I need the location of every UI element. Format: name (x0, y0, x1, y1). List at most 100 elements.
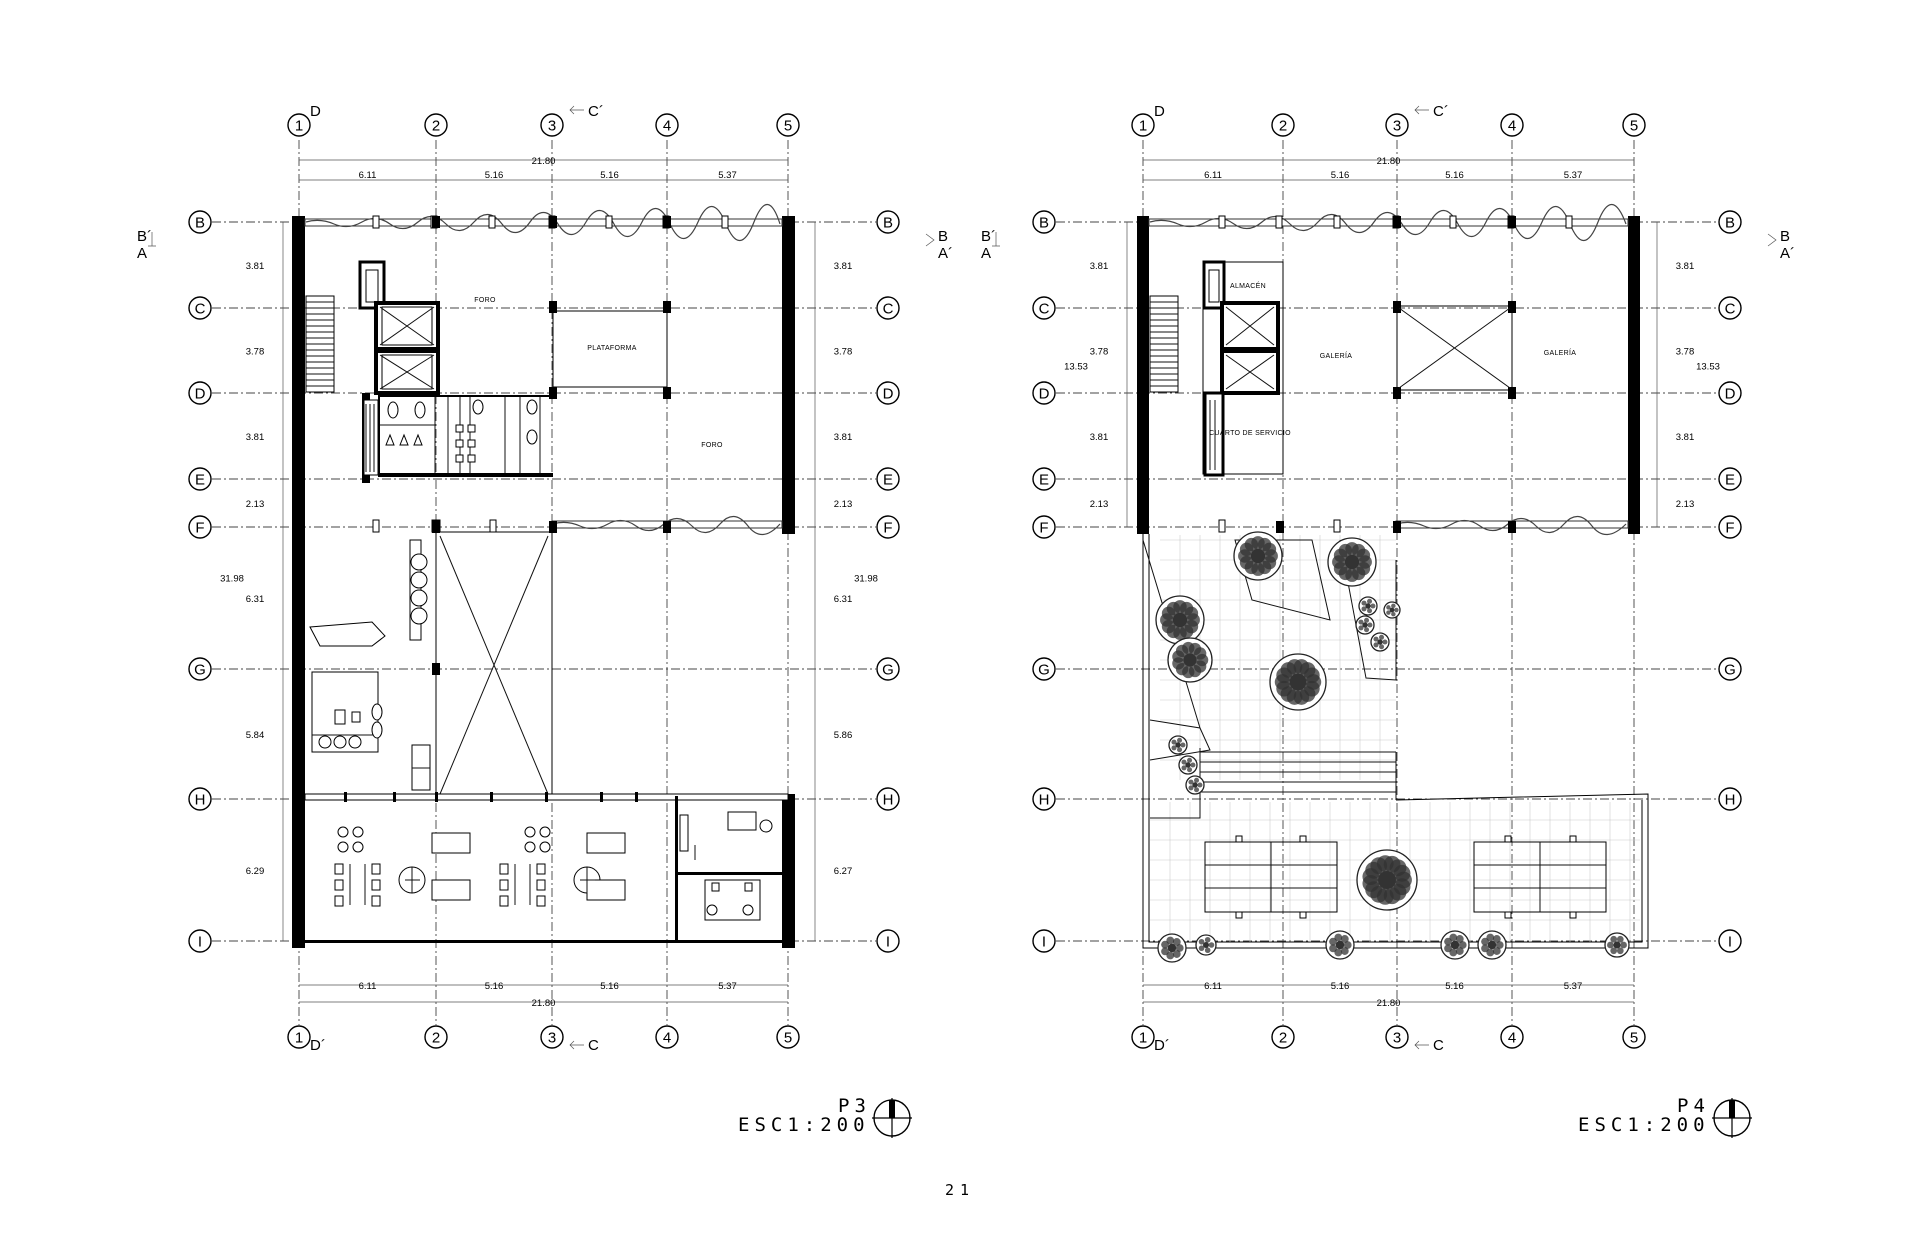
dimension-span: 6.11 (1204, 170, 1222, 181)
grid-bubble-label: H (195, 792, 206, 809)
dimension-row: 6.31 (246, 594, 265, 605)
grid-bubble-label: 3 (1393, 1030, 1401, 1047)
grid-bubble-label: 2 (432, 118, 440, 135)
room-label-galeria-1: GALERÍA (1320, 351, 1352, 360)
tree-icon (1358, 596, 1378, 616)
grid-bubble-row: B (1718, 210, 1742, 234)
grid-bubble-row: G (1718, 657, 1742, 681)
grid-bubble-label: B (1725, 215, 1735, 232)
grid-bubble-label: C (1039, 301, 1050, 318)
grid-bubble-col: 5 (776, 1025, 800, 1049)
tree-icon (1178, 755, 1198, 775)
grid-bubble-label: C (195, 301, 206, 318)
grid-bubble-label: 5 (784, 1030, 792, 1047)
dimension-row: 2.13 (1090, 499, 1109, 510)
tree-icon (1370, 632, 1390, 652)
dimension-span: 6.11 (1204, 981, 1222, 992)
grid-bubble-col: 1 (1131, 1025, 1155, 1049)
dimension-row: 3.81 (1090, 432, 1109, 443)
dimension-row: 3.81 (834, 432, 853, 443)
grid-bubble-row: E (1032, 467, 1056, 491)
grid-bubble-row: E (188, 467, 212, 491)
plan-name: P3 (838, 1095, 871, 1117)
grid-bubble-row: F (876, 515, 900, 539)
room-label-almacen: ALMACÉN (1230, 281, 1266, 290)
dimension-span: 5.16 (1331, 170, 1350, 181)
tree-icon (1604, 932, 1630, 958)
section-mark: A´ (1780, 245, 1795, 262)
section-arrow-icon (992, 232, 1000, 247)
room-label-plataforma: PLATAFORMA (587, 345, 636, 352)
tree-icon (1167, 637, 1213, 683)
section-mark: B (938, 228, 948, 245)
plan-name: P4 (1677, 1095, 1710, 1117)
dimension-total-width: 21.80 (1377, 998, 1401, 1009)
dimension-row: 2.13 (246, 499, 265, 510)
dimension-span: 5.16 (485, 981, 504, 992)
dimension-row: 3.78 (246, 347, 265, 358)
grid-bubble-row: C (1032, 296, 1056, 320)
south-wall (298, 940, 788, 943)
dimension-row: 6.31 (834, 594, 853, 605)
dimension-total-height: 31.98 (220, 574, 244, 585)
section-arrow-icon (148, 232, 156, 247)
grid-bubble-col: 4 (1500, 1025, 1524, 1049)
section-arrow-icon (1767, 233, 1777, 247)
east-wall (1628, 216, 1640, 534)
grid-bubble-label: 1 (295, 1030, 303, 1047)
grid-bubble-label: 2 (1279, 118, 1287, 135)
lounge-furniture (309, 539, 431, 791)
dimension-row: 3.81 (1090, 261, 1109, 272)
dimension-row: 3.81 (834, 261, 853, 272)
grid-bubble-col: 2 (1271, 1025, 1295, 1049)
grid-bubble-row: D (1032, 381, 1056, 405)
grid-bubble-label: F (883, 520, 892, 537)
grid-bubble-col: 5 (1622, 1025, 1646, 1049)
grid-bubble-col: 3 (1385, 1025, 1409, 1049)
room-label-foro-2: FORO (701, 442, 723, 449)
dimension-row: 2.13 (834, 499, 853, 510)
dimension-row: 3.81 (1676, 261, 1695, 272)
grid-bubble-col: 3 (1385, 113, 1409, 137)
atrium-void (435, 531, 553, 799)
grid-bubble-row: I (1032, 929, 1056, 953)
tree-plantings (1155, 531, 1630, 963)
grid-bubble-label: B (195, 215, 205, 232)
east-wall-lower (782, 794, 795, 948)
section-mark: D (1154, 103, 1165, 120)
grid-bubble-col: 1 (1131, 113, 1155, 137)
section-mark: D´ (1154, 1037, 1170, 1054)
grid-bubble-row: D (876, 381, 900, 405)
grid-bubble-col: 2 (1271, 113, 1295, 137)
grid-bubble-row: H (1032, 787, 1056, 811)
grid-bubble-label: 1 (295, 118, 303, 135)
grid-bubble-row: H (188, 787, 212, 811)
grid-bubble-label: D (1039, 386, 1050, 403)
grid-bubble-label: G (882, 662, 894, 679)
grid-bubble-label: G (1724, 662, 1736, 679)
north-arrow-icon (1712, 1098, 1752, 1138)
room-label-cuarto-de-servicio: CUARTO DE SERVICIO (1209, 430, 1291, 437)
grid-bubble-label: 1 (1139, 118, 1147, 135)
section-arrow-icon (925, 233, 935, 247)
north-arrow-icon (872, 1098, 912, 1138)
grid-bubble-row: I (876, 929, 900, 953)
grid-bubble-row: C (876, 296, 900, 320)
section-mark: A´ (938, 245, 953, 262)
grid-bubble-row: D (188, 381, 212, 405)
grid-bubble-label: E (195, 472, 205, 489)
section-mark: B (1780, 228, 1790, 245)
grid-bubble-col: 2 (424, 113, 448, 137)
dimension-total-width: 21.80 (532, 998, 556, 1009)
offices (304, 792, 789, 940)
grid-bubble-row: F (1032, 515, 1056, 539)
grid-bubble-label: C (1725, 301, 1736, 318)
tree-icon (1269, 653, 1327, 711)
dimension-span: 5.37 (718, 981, 737, 992)
grid-bubble-col: 4 (655, 113, 679, 137)
grid-bubble-col: 5 (776, 113, 800, 137)
dimension-span: 6.11 (359, 981, 377, 992)
grid-bubble-label: 5 (784, 118, 792, 135)
grid-bubble-col: 3 (540, 1025, 564, 1049)
section-mark: C´ (588, 103, 604, 120)
